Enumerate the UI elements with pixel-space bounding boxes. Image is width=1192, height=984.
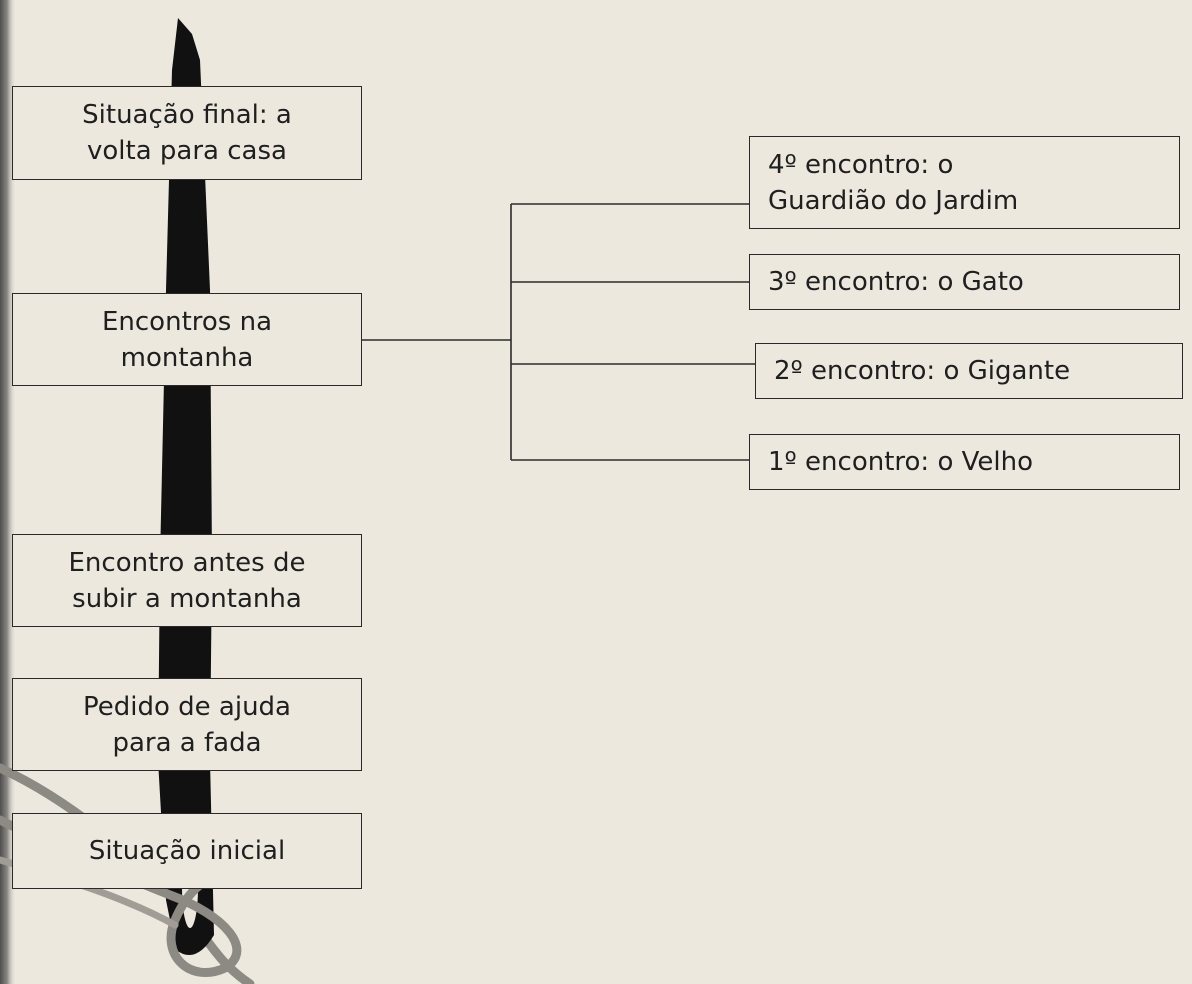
encounter-3-label: 3º encontro: o Gato: [768, 267, 1024, 297]
stage-encontros-na-montanha: Encontros na montanha: [12, 293, 362, 386]
encounter-1: 1º encontro: o Velho: [749, 434, 1180, 490]
stage-encontro-antes-label: Encontro antes de subir a montanha: [68, 547, 306, 614]
stage-situacao-inicial: Situação inicial: [12, 813, 362, 889]
stage-encontro-antes: Encontro antes de subir a montanha: [12, 534, 362, 627]
stage-situacao-final: Situação final: a volta para casa: [12, 86, 362, 180]
encounter-2-label: 2º encontro: o Gigante: [774, 356, 1071, 386]
stage-pedido-de-ajuda: Pedido de ajuda para a fada: [12, 678, 362, 771]
stage-situacao-final-label: Situação final: a volta para casa: [82, 100, 292, 166]
stage-pedido-de-ajuda-label: Pedido de ajuda para a fada: [83, 691, 291, 758]
stage-situacao-inicial-label: Situação inicial: [88, 836, 286, 866]
encounter-2: 2º encontro: o Gigante: [755, 343, 1183, 399]
encounter-4: 4º encontro: o Guardião do Jardim: [749, 136, 1180, 229]
stage-encontros-na-montanha-label: Encontros na montanha: [101, 306, 273, 373]
connector-lines: [362, 203, 755, 461]
encounter-4-label: 4º encontro: o Guardião do Jardim: [768, 149, 1019, 216]
encounter-3: 3º encontro: o Gato: [749, 254, 1180, 310]
encounter-1-label: 1º encontro: o Velho: [768, 447, 1034, 477]
